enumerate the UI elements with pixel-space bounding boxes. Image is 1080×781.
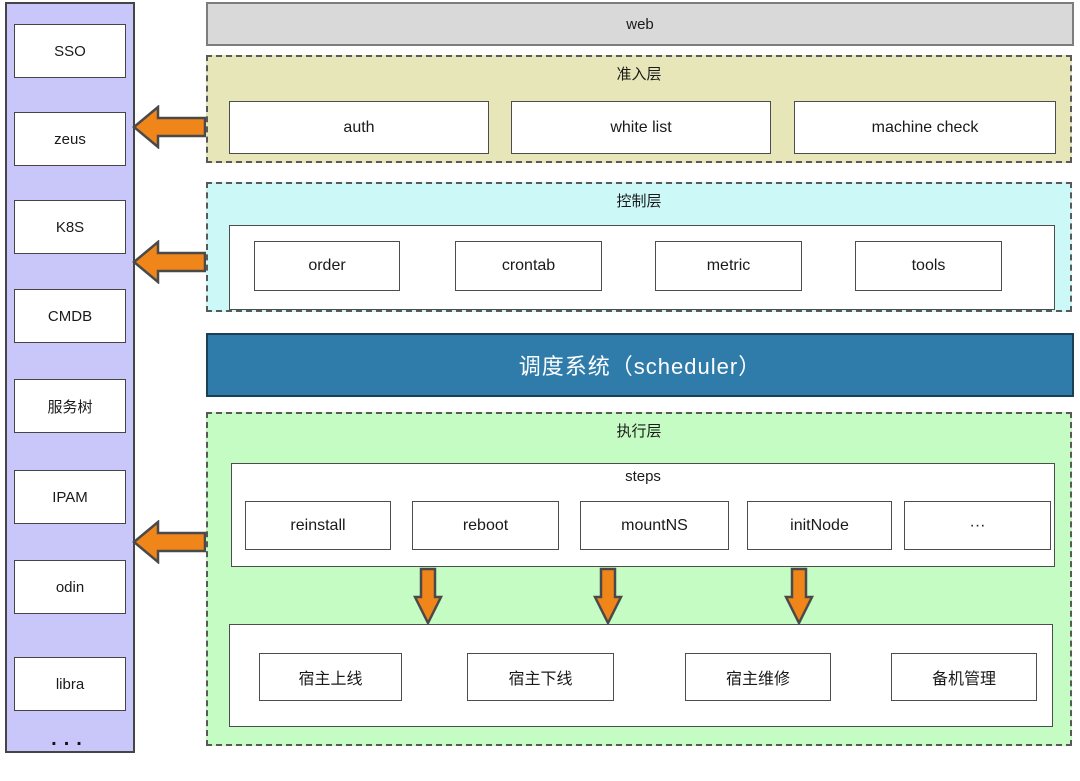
arrow-left-icon — [132, 240, 207, 284]
steps-title: steps — [625, 468, 661, 485]
external-systems-sidebar: SSO zeus K8S CMDB 服务树 IPAM odin libra ..… — [5, 2, 135, 753]
sidebar-item-service-tree: 服务树 — [14, 379, 126, 433]
auth-box: auth — [229, 101, 489, 154]
sidebar-more-dots: ... — [51, 727, 89, 750]
machine-check-box: machine check — [794, 101, 1056, 154]
arrow-down-icon — [593, 567, 623, 625]
control-layer-panel: 控制层 order crontab metric tools — [206, 182, 1072, 312]
web-bar: web — [206, 2, 1074, 46]
steps-container: steps reinstall reboot mountNS initNode … — [231, 463, 1055, 567]
metric-box: metric — [655, 241, 802, 291]
sidebar-item-ipam: IPAM — [14, 470, 126, 524]
reinstall-box: reinstall — [245, 501, 391, 550]
access-layer-title: 准入层 — [616, 66, 662, 83]
mountns-box: mountNS — [580, 501, 729, 550]
white-list-box: white list — [511, 101, 771, 154]
web-bar-label: web — [626, 15, 654, 33]
execution-layer-title: 执行层 — [616, 423, 662, 440]
crontab-box: crontab — [455, 241, 602, 291]
control-inner-container: order crontab metric tools — [229, 225, 1055, 310]
steps-more-box: ··· — [904, 501, 1051, 550]
access-layer-panel: 准入层 auth white list machine check — [206, 55, 1072, 163]
order-box: order — [254, 241, 400, 291]
sidebar-item-odin: odin — [14, 560, 126, 614]
scheduler-bar: 调度系统（scheduler） — [206, 333, 1074, 397]
host-online-box: 宿主上线 — [259, 653, 402, 701]
control-layer-title: 控制层 — [616, 193, 662, 210]
host-offline-box: 宿主下线 — [467, 653, 614, 701]
arrow-left-icon — [132, 520, 207, 564]
tools-box: tools — [855, 241, 1002, 291]
tasks-container: 宿主上线 宿主下线 宿主维修 备机管理 — [229, 624, 1053, 727]
standby-mgmt-box: 备机管理 — [891, 653, 1037, 701]
sidebar-item-zeus: zeus — [14, 112, 126, 166]
arrow-left-icon — [132, 105, 207, 149]
initnode-box: initNode — [747, 501, 892, 550]
sidebar-item-libra: libra — [14, 657, 126, 711]
sidebar-item-k8s: K8S — [14, 200, 126, 254]
host-repair-box: 宿主维修 — [685, 653, 831, 701]
sidebar-item-sso: SSO — [14, 24, 126, 78]
arrow-down-icon — [784, 567, 814, 625]
arrow-down-icon — [413, 567, 443, 625]
reboot-box: reboot — [412, 501, 559, 550]
sidebar-item-cmdb: CMDB — [14, 289, 126, 343]
scheduler-title: 调度系统（scheduler） — [518, 354, 762, 379]
execution-layer-panel: 执行层 steps reinstall reboot mountNS initN… — [206, 412, 1072, 746]
